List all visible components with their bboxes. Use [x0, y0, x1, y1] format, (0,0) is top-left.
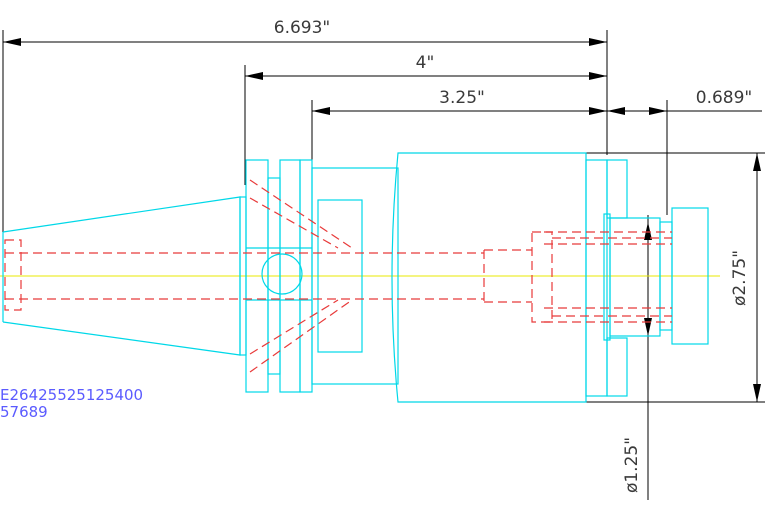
dim-bore-diameter: ø1.25" — [622, 437, 642, 493]
part-number-line-2: 57689 — [0, 403, 48, 421]
hidden-lines — [4, 179, 672, 373]
dim-body-diameter: ø2.75" — [730, 250, 750, 306]
dim-gauge-length: 4" — [416, 53, 435, 73]
part-outline — [2, 152, 709, 403]
dim-nose-length: 0.689" — [696, 88, 753, 108]
dim-overall-length: 6.693" — [274, 18, 331, 38]
dimension-lines — [2, 30, 765, 500]
part-number-line-1: E26425525125400 — [0, 386, 143, 404]
dim-body-length: 3.25" — [439, 88, 485, 108]
